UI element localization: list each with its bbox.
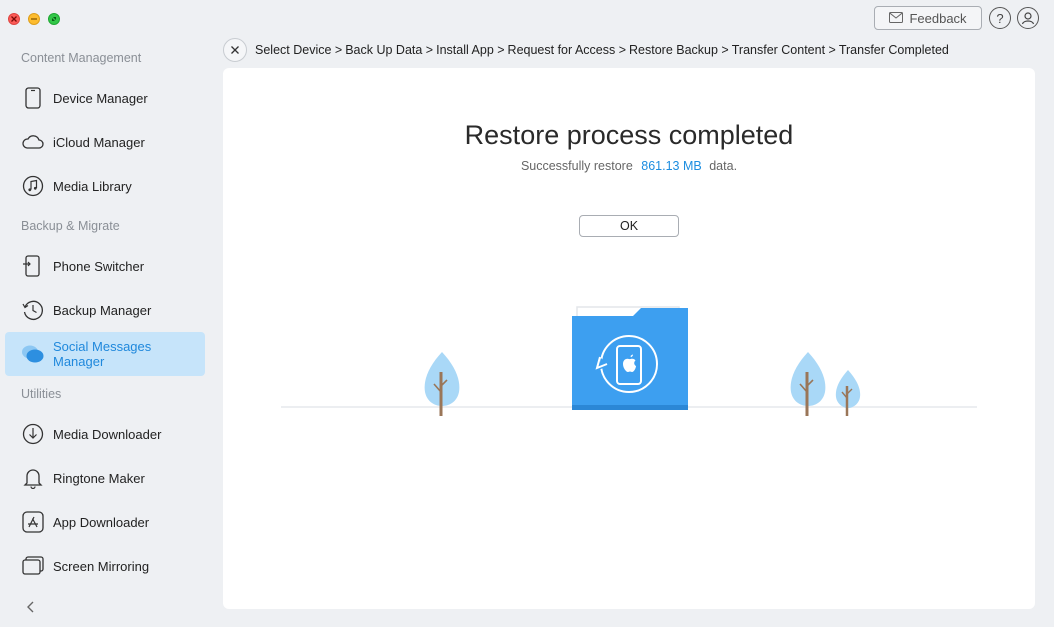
breadcrumb-step-transfer-completed: Transfer Completed [838, 43, 949, 57]
breadcrumb-step-restore-backup: Restore Backup > [629, 43, 729, 57]
question-icon[interactable]: ? [989, 7, 1011, 29]
clock-history-icon [21, 298, 45, 322]
section-title-utilities: Utilities [21, 387, 62, 401]
sidebar-item-device-manager[interactable]: Device Manager [5, 76, 205, 120]
sidebar-item-app-downloader[interactable]: App Downloader [5, 500, 205, 544]
sidebar-item-social-messages-manager[interactable]: Social Messages Manager [5, 332, 205, 376]
sidebar-item-media-library[interactable]: Media Library [5, 164, 205, 208]
window-controls [8, 13, 60, 25]
page-title: Restore process completed [464, 120, 794, 150]
feedback-button[interactable]: Feedback [874, 6, 982, 30]
sidebar-item-phone-switcher[interactable]: Phone Switcher [5, 244, 205, 288]
sidebar-item-label: Media Downloader [53, 426, 162, 442]
sidebar-item-icloud-manager[interactable]: iCloud Manager [5, 120, 205, 164]
folder-restore-icon [572, 306, 688, 410]
chat-bubbles-icon [21, 342, 45, 366]
sidebar-item-screen-mirroring[interactable]: Screen Mirroring [5, 544, 205, 588]
music-icon [21, 174, 45, 198]
sidebar-item-label: Media Library [53, 178, 132, 194]
sidebar-item-label: Social Messages Manager [53, 339, 152, 369]
close-window-button[interactable] [8, 13, 20, 25]
section-title-backup-migrate: Backup & Migrate [21, 219, 120, 233]
sidebar-item-label: iCloud Manager [53, 134, 145, 150]
tree-icon [424, 352, 460, 416]
download-icon [21, 422, 45, 446]
sidebar-item-media-downloader[interactable]: Media Downloader [5, 412, 205, 456]
sidebar-item-label: App Downloader [53, 514, 150, 530]
breadcrumb-step-back-up-data: Back Up Data > [345, 43, 434, 57]
sidebar: Content Management Device Manager iCloud… [0, 40, 215, 588]
user-icon[interactable] [1017, 7, 1039, 29]
restore-summary: Successfully restore 861.13 MB data. [223, 159, 1035, 173]
breadcrumb-step-transfer-content: Transfer Content > [731, 43, 836, 57]
tree-icon [790, 352, 826, 416]
sidebar-item-label: Backup Manager [53, 302, 152, 318]
breadcrumb-step-install-app: Install App > [436, 43, 505, 57]
main-panel: Restore process completed Successfully r… [223, 68, 1035, 609]
section-title-content-management: Content Management [21, 51, 142, 65]
close-icon[interactable] [223, 38, 247, 62]
sidebar-item-label: Phone Switcher [53, 258, 145, 274]
app-store-icon [21, 510, 45, 534]
sidebar-item-ringtone-maker[interactable]: Ringtone Maker [5, 456, 205, 500]
sidebar-item-label: Screen Mirroring [53, 558, 150, 574]
sidebar-item-label: Ringtone Maker [53, 470, 145, 486]
bell-icon [21, 466, 45, 490]
tree-icon [835, 370, 861, 416]
screens-icon [21, 554, 45, 578]
data-size: 861.13 MB [641, 159, 702, 173]
phone-switch-icon [21, 254, 45, 278]
breadcrumb: Select Device > Back Up Data > Install A… [223, 38, 952, 62]
zoom-window-button[interactable] [48, 13, 60, 25]
breadcrumb-step-request-access: Request for Access > [507, 43, 627, 57]
minimize-window-button[interactable] [28, 13, 40, 25]
summary-prefix: Successfully restore [520, 159, 633, 173]
sidebar-item-backup-manager[interactable]: Backup Manager [5, 288, 205, 332]
summary-suffix: data. [709, 159, 738, 173]
sidebar-item-label: Device Manager [53, 90, 148, 106]
breadcrumb-step-select-device: Select Device > [255, 43, 343, 57]
cloud-icon [21, 130, 45, 154]
mail-icon [889, 11, 904, 26]
feedback-label: Feedback [909, 10, 967, 26]
ok-button[interactable]: OK [579, 215, 679, 237]
phone-icon [21, 86, 45, 110]
chevron-left-icon[interactable] [26, 600, 36, 619]
restore-illustration [281, 306, 977, 416]
